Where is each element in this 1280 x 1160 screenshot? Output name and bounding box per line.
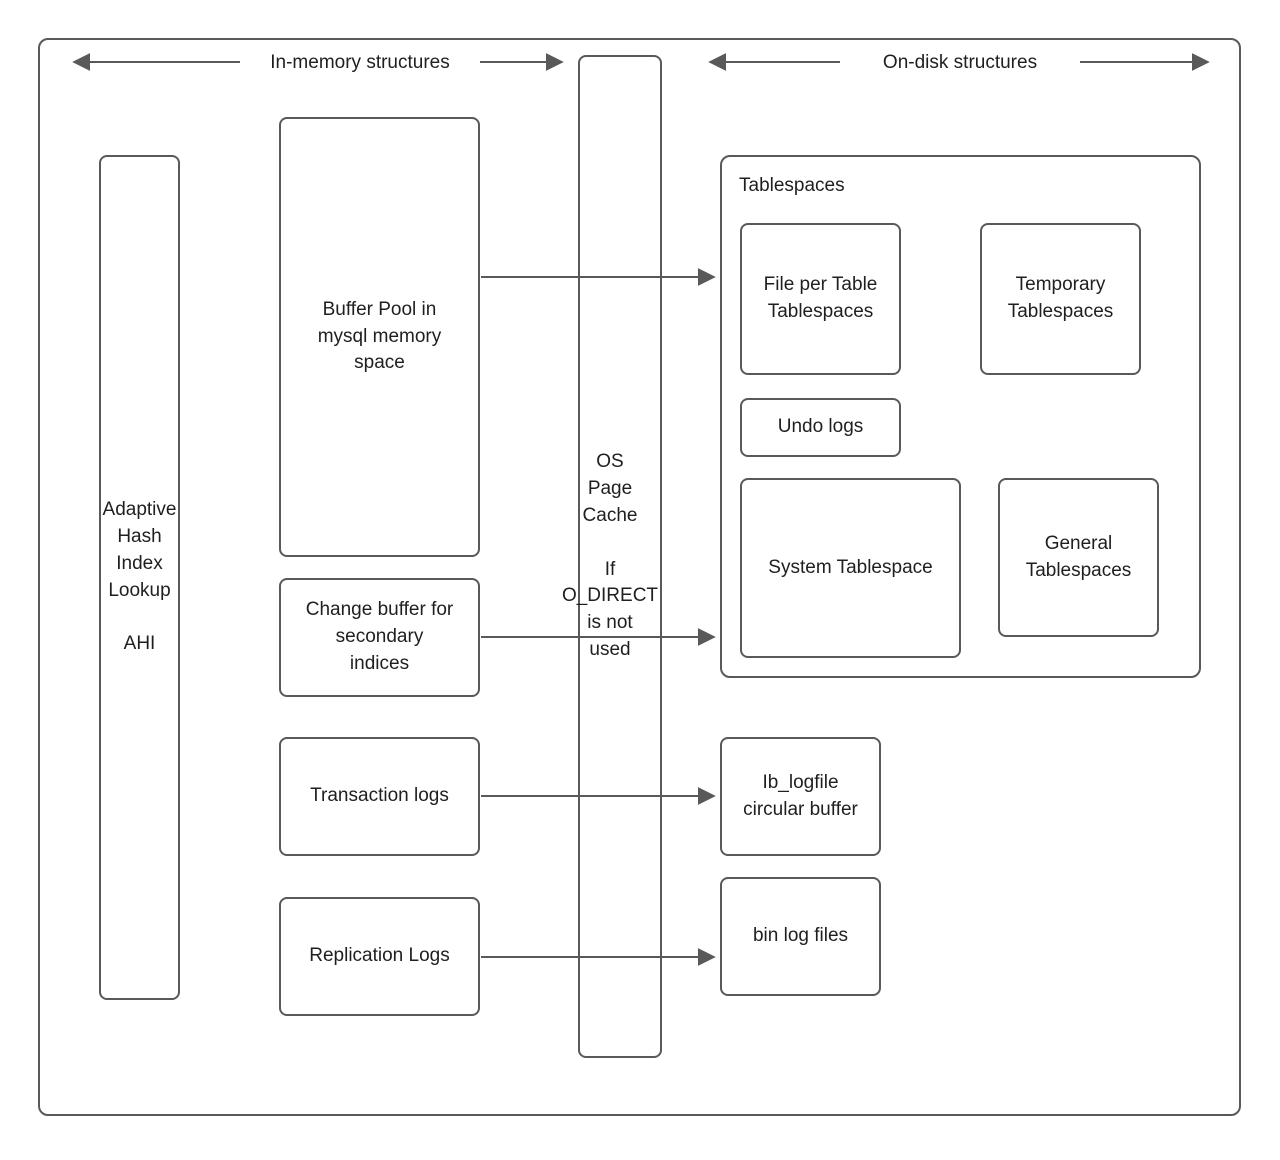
box-general-tablespaces: General Tablespaces — [998, 478, 1159, 637]
group-tablespaces-label: Tablespaces — [739, 175, 845, 196]
box-temporary-tablespaces-label: Temporary Tablespaces — [1007, 274, 1114, 322]
box-transaction-logs-label: Transaction logs — [310, 785, 449, 807]
box-replication-logs: Replication Logs — [279, 897, 480, 1016]
box-adaptive-hash-index-label: Adaptive Hash Index Lookup AHI — [102, 498, 177, 655]
box-os-page-cache-label: OS Page Cache If O_DIRECT is not used — [561, 450, 659, 661]
box-adaptive-hash-index: Adaptive Hash Index Lookup AHI — [99, 155, 180, 1000]
box-buffer-pool: Buffer Pool in mysql memory space — [279, 117, 480, 557]
box-change-buffer: Change buffer for secondary indices — [279, 578, 480, 697]
group-tablespaces — [720, 155, 1201, 678]
box-transaction-logs: Transaction logs — [279, 737, 480, 856]
box-system-tablespace: System Tablespace — [740, 478, 961, 658]
box-system-tablespace-label: System Tablespace — [768, 556, 933, 578]
box-change-buffer-label: Change buffer for secondary indices — [305, 599, 454, 674]
box-general-tablespaces-label: General Tablespaces — [1025, 532, 1132, 581]
box-ib-logfile: Ib_logfile circular buffer — [720, 737, 881, 856]
box-ib-logfile-label: Ib_logfile circular buffer — [743, 771, 858, 820]
band-label-on-disk: On-disk structures — [882, 52, 1038, 73]
box-bin-log-files-label: bin log files — [752, 925, 849, 947]
box-temporary-tablespaces: Temporary Tablespaces — [980, 223, 1141, 375]
box-undo-logs-label: Undo logs — [777, 416, 864, 438]
box-undo-logs: Undo logs — [740, 398, 901, 457]
box-buffer-pool-label: Buffer Pool in mysql memory space — [317, 298, 442, 374]
box-os-page-cache: OS Page Cache If O_DIRECT is not used — [562, 55, 662, 1058]
band-label-in-memory: In-memory structures — [270, 52, 450, 73]
box-file-per-table-tablespaces-label: File per Table Tablespaces — [763, 274, 878, 322]
box-replication-logs-label: Replication Logs — [309, 945, 450, 967]
outer-frame — [38, 38, 1241, 1116]
box-file-per-table-tablespaces: File per Table Tablespaces — [740, 223, 901, 375]
box-bin-log-files: bin log files — [720, 877, 881, 996]
